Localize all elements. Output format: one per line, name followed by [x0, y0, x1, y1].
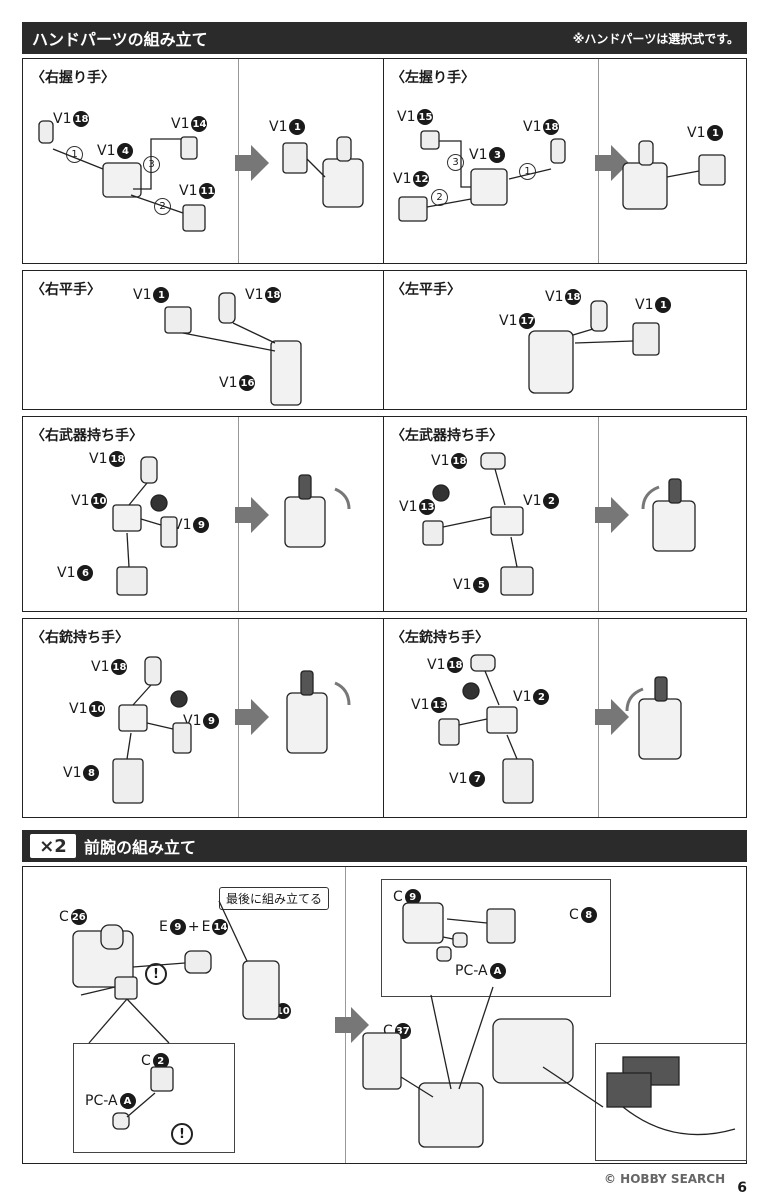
page-number: 6 [737, 1180, 747, 1196]
weapon-drawings [112, 452, 696, 596]
section-title: 前腕の組み立て [84, 838, 197, 857]
quantity-badge: ×2 [30, 834, 76, 858]
section-note: ※ハンドパーツは選択式です。 [572, 31, 739, 46]
gun-drawings [112, 654, 682, 804]
step-marker: 2 [431, 189, 448, 206]
callout-assemble-last: 最後に組み立てる [219, 887, 330, 910]
title-left-flat: 〈左平手〉 [391, 282, 461, 298]
section-header-forearm: ×2 前腕の組み立て [22, 830, 747, 862]
caution-icon: ! [145, 963, 167, 985]
title-right-grip: 〈右握り手〉 [31, 70, 115, 86]
section-title: ハンドパーツの組み立て [32, 30, 208, 49]
title-left-weapon: 〈左武器持ち手〉 [391, 428, 503, 444]
divider [383, 59, 384, 263]
divider [345, 867, 346, 1163]
caution-icon: ! [171, 1123, 193, 1145]
title-right-weapon: 〈右武器持ち手〉 [31, 428, 143, 444]
divider [383, 417, 384, 611]
forearm-assembly: 最後に組み立てる C26 E9 + E14 C10 ! C2 PC-AA ! C… [22, 866, 747, 1164]
grip-drawings [38, 120, 726, 232]
divider [383, 619, 384, 817]
forearm-drawings [72, 900, 736, 1148]
section-header-hand-parts: ハンドパーツの組み立て ※ハンドパーツは選択式です。 [22, 22, 747, 54]
title-left-grip: 〈左握り手〉 [391, 70, 475, 86]
step-marker: 3 [447, 154, 464, 171]
divider [383, 271, 384, 409]
title-left-gun: 〈左銃持ち手〉 [391, 630, 489, 646]
watermark-logo: © HOBBY SEARCH [604, 1172, 726, 1186]
flat-drawings [164, 292, 660, 406]
title-right-flat: 〈右平手〉 [31, 282, 101, 298]
title-right-gun: 〈右銃持ち手〉 [31, 630, 129, 646]
